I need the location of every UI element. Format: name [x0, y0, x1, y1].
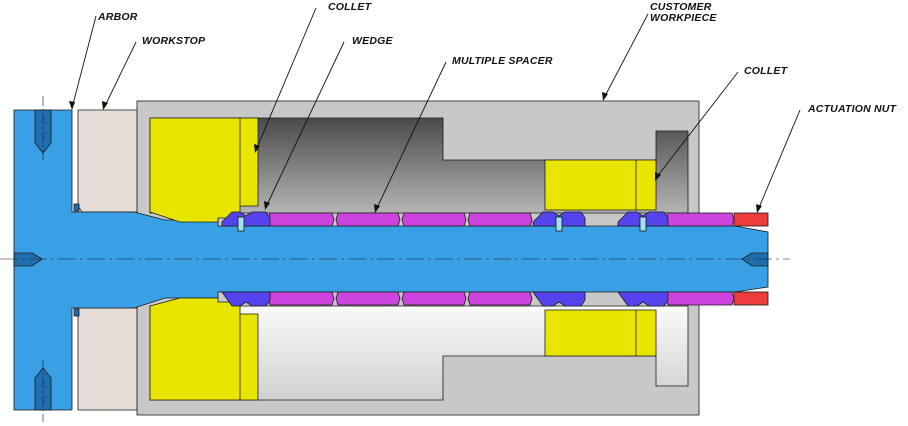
- key-pin-3: [639, 216, 647, 232]
- spacer-top-1: [267, 212, 335, 227]
- workstop-lower: [77, 307, 138, 411]
- arbor-notch-bottom: [73, 308, 80, 317]
- spacer-bottom-2: [335, 291, 401, 306]
- spacer-top-2: [335, 212, 401, 227]
- label-collet-top: COLLET: [328, 1, 373, 13]
- collet-left-lower: [149, 297, 259, 401]
- arbor-center-right: [741, 252, 769, 267]
- label-collet-right: COLLET: [744, 65, 789, 77]
- callouts: ARBOR WORKSTOP COLLET WEDGE MULTIPLE SPA…: [69, 1, 898, 213]
- arbor-body: [13, 109, 769, 411]
- arbor-center-left: [13, 252, 43, 267]
- workstop-upper: [77, 109, 138, 213]
- actuation-nut: [733, 212, 769, 306]
- collet-right-upper: [544, 159, 657, 211]
- collet-right: [544, 159, 657, 357]
- key-pin-2: [555, 216, 563, 232]
- actuation-nut-top: [733, 212, 769, 227]
- label-customer-workpiece-1: CUSTOMER: [650, 1, 712, 13]
- label-arbor: ARBOR: [97, 11, 138, 23]
- label-actuation-nut: ACTUATION NUT: [807, 103, 898, 115]
- label-wedge: WEDGE: [352, 35, 393, 47]
- label-customer-workpiece-2: WORKPIECE: [650, 12, 717, 24]
- arbor-notch-top: [73, 203, 80, 212]
- spacer-bottom-5: [665, 291, 735, 306]
- spacer-bottom-3: [401, 291, 467, 306]
- arbor: [0, 96, 790, 422]
- wedge-bottom-3: [617, 291, 669, 307]
- spacer-bottom-4: [467, 291, 533, 306]
- actuation-nut-bottom: [733, 291, 769, 306]
- spacer-top-4: [467, 212, 533, 227]
- label-multiple-spacer: MULTIPLE SPACER: [452, 55, 553, 67]
- spacer-top-3: [401, 212, 467, 227]
- collet-right-lower: [544, 309, 657, 357]
- spacer-top-5: [665, 212, 735, 227]
- label-workstop: WORKSTOP: [142, 35, 206, 47]
- wedge-bottom-2: [532, 291, 586, 307]
- collet-left: [149, 117, 259, 401]
- wedge-bottom-1: [221, 291, 271, 307]
- wedges: [221, 211, 669, 307]
- arbor-hole-bottom: [34, 367, 52, 411]
- key-pin-1: [237, 216, 245, 232]
- spacer-bottom-1: [267, 291, 335, 306]
- collet-left-upper: [149, 117, 259, 223]
- multiple-spacer: [267, 212, 735, 306]
- wedge-top-1: [221, 211, 271, 227]
- arbor-hole-top: [34, 109, 52, 154]
